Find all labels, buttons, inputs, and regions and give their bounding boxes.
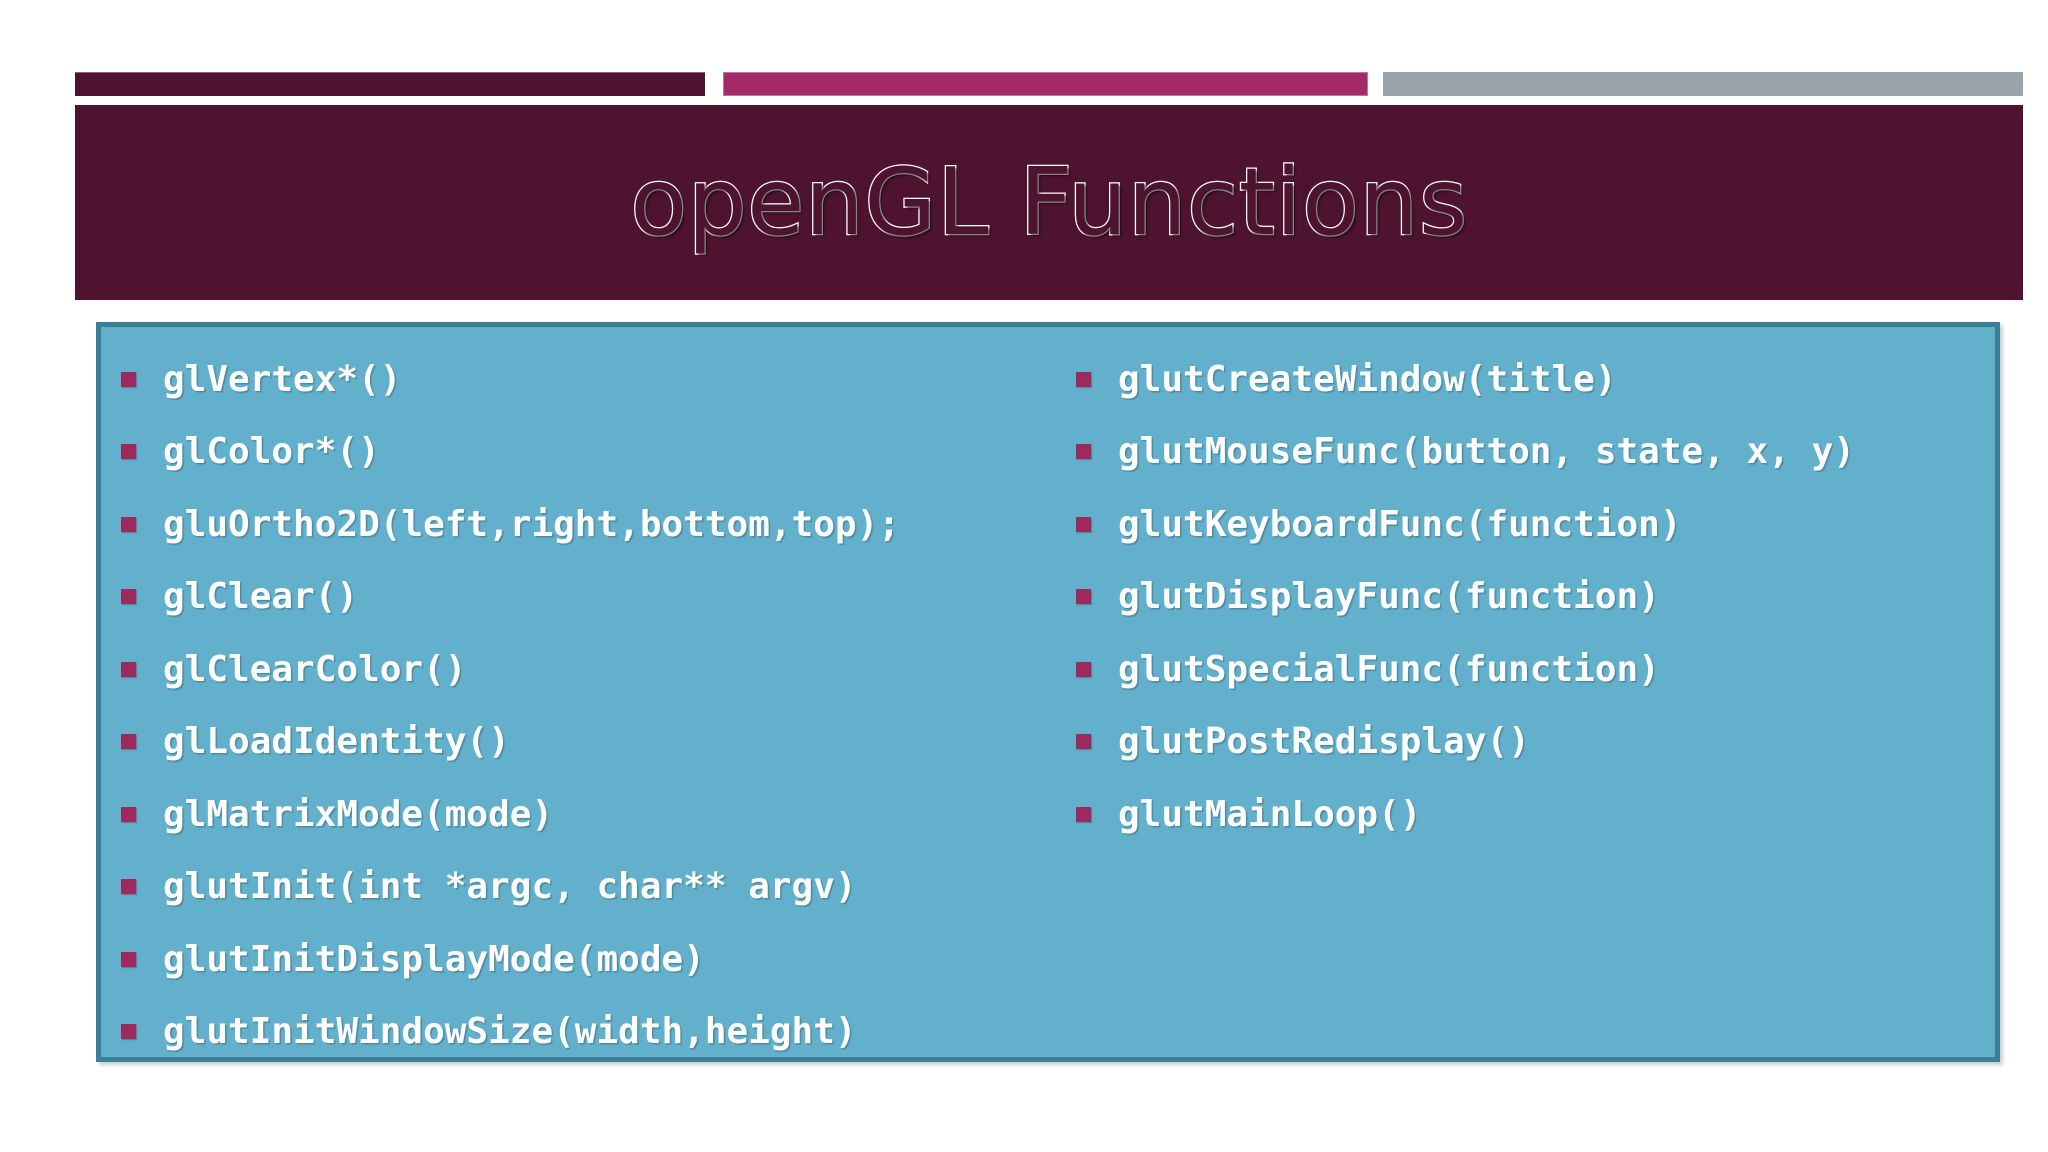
list-item[interactable]: glutMouseFunc(button, state, x, y) [1076,416,1986,489]
square-bullet-icon [1076,734,1091,750]
list-item[interactable]: glutCreateWindow(title) [1076,343,1986,416]
list-item[interactable]: glColor*() [121,416,1056,489]
left-bullet-list: glVertex*() glColor*() gluOrtho2D(left,r… [121,343,1056,1068]
list-item[interactable]: gluOrtho2D(left,right,bottom,top); [121,488,1056,561]
list-item-label: glutDisplayFunc(function) [1118,576,1660,618]
left-column: glVertex*() glColor*() gluOrtho2D(left,r… [101,327,1056,1057]
list-item[interactable]: glutInitWindowSize(width,height) [121,996,1056,1069]
list-item-label: gluOrtho2D(left,right,bottom,top); [163,503,900,545]
top-decoration-bars [0,72,2048,96]
list-item[interactable]: glutMainLoop() [1076,778,1986,851]
list-item-label: glutSpecialFunc(function) [1118,648,1660,690]
top-bar-gray [1383,72,2023,96]
square-bullet-icon [121,589,136,605]
square-bullet-icon [121,1024,136,1040]
list-item-label: glColor*() [163,431,380,473]
square-bullet-icon [1076,371,1091,387]
list-item[interactable]: glutInitDisplayMode(mode) [121,923,1056,996]
list-item[interactable]: glutSpecialFunc(function) [1076,633,1986,706]
list-item[interactable]: glClearColor() [121,633,1056,706]
list-item[interactable]: glutKeyboardFunc(function) [1076,488,1986,561]
square-bullet-icon [121,806,136,822]
right-bullet-list: glutCreateWindow(title) glutMouseFunc(bu… [1076,343,1986,851]
list-item-label: glutKeyboardFunc(function) [1118,503,1682,545]
square-bullet-icon [121,661,136,677]
square-bullet-icon [1076,589,1091,605]
list-item-label: glutPostRedisplay() [1118,721,1530,763]
slide-title: openGL Functions [629,148,1469,256]
right-column: glutCreateWindow(title) glutMouseFunc(bu… [1056,327,1986,1057]
square-bullet-icon [121,951,136,967]
square-bullet-icon [121,371,136,387]
list-item-label: glutInitDisplayMode(mode) [163,938,705,980]
list-item[interactable]: glutPostRedisplay() [1076,706,1986,779]
list-item[interactable]: glutInit(int *argc, char** argv) [121,851,1056,924]
square-bullet-icon [1076,661,1091,677]
slide-title-band: openGL Functions [75,105,2023,300]
square-bullet-icon [1076,516,1091,532]
list-item-label: glVertex*() [163,358,402,400]
list-item-label: glutCreateWindow(title) [1118,358,1617,400]
square-bullet-icon [121,879,136,895]
square-bullet-icon [121,516,136,532]
square-bullet-icon [1076,444,1091,460]
list-item[interactable]: glutDisplayFunc(function) [1076,561,1986,634]
top-bar-pink [723,72,1368,96]
list-item[interactable]: glVertex*() [121,343,1056,416]
list-item-label: glLoadIdentity() [163,721,510,763]
list-item-label: glutInitWindowSize(width,height) [163,1011,857,1053]
top-bar-dark [75,72,705,96]
list-item[interactable]: glLoadIdentity() [121,706,1056,779]
square-bullet-icon [121,734,136,750]
content-panel: glVertex*() glColor*() gluOrtho2D(left,r… [96,322,2000,1062]
list-item-label: glMatrixMode(mode) [163,793,554,835]
list-item-label: glutMouseFunc(button, state, x, y) [1118,431,1855,473]
square-bullet-icon [121,444,136,460]
list-item[interactable]: glClear() [121,561,1056,634]
list-item-label: glClearColor() [163,648,467,690]
square-bullet-icon [1076,806,1091,822]
list-item-label: glutMainLoop() [1118,793,1422,835]
list-item[interactable]: glMatrixMode(mode) [121,778,1056,851]
list-item-label: glClear() [163,576,359,618]
list-item-label: glutInit(int *argc, char** argv) [163,866,857,908]
